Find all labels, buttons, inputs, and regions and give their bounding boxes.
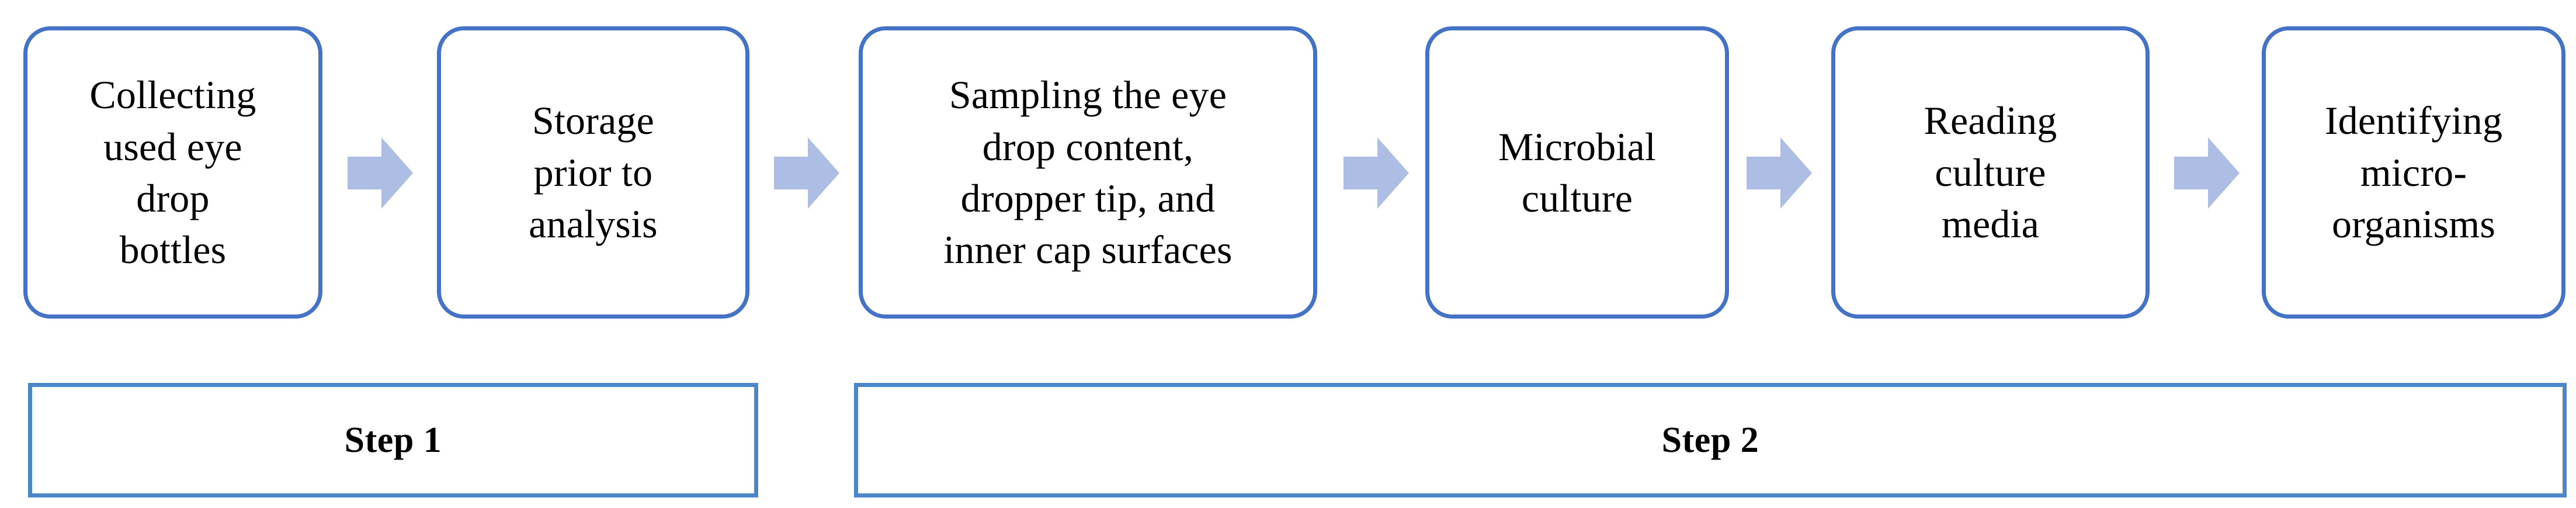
right-arrow-icon [1343,137,1409,209]
step-group-label: Step 1 [344,420,442,460]
step-group-label: Step 2 [1661,420,1759,460]
process-box-sampling[interactable]: Sampling the eye drop content, dropper t… [859,26,1317,319]
process-box-collecting-bottles[interactable]: Collecting used eye drop bottles [23,26,322,319]
right-arrow-icon [348,137,413,209]
right-arrow-icon [774,137,839,209]
step-group-bar-step-1: Step 1 [28,383,758,497]
process-box-label: Collecting used eye drop bottles [89,72,256,272]
right-arrow-icon [1747,137,1812,209]
step-group-bar-step-2: Step 2 [854,383,2567,497]
process-box-identifying-microorganisms[interactable]: Identifying micro- organisms [2262,26,2565,319]
process-box-label: Reading culture media [1924,98,2057,247]
process-box-label: Storage prior to analysis [529,98,658,247]
right-arrow-icon [2174,137,2240,209]
process-box-label: Microbial culture [1498,124,1656,220]
process-box-storage[interactable]: Storage prior to analysis [437,26,749,319]
process-box-label: Identifying micro- organisms [2324,98,2503,247]
process-box-microbial-culture[interactable]: Microbial culture [1425,26,1729,319]
process-box-reading-media[interactable]: Reading culture media [1831,26,2150,319]
process-box-label: Sampling the eye drop content, dropper t… [943,72,1233,272]
